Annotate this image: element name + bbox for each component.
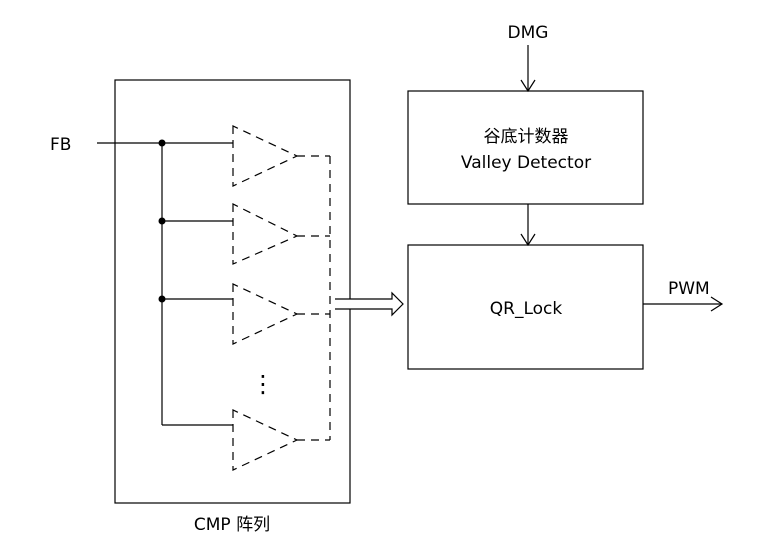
comparator-3 <box>162 283 330 345</box>
comparator-1 <box>162 125 330 187</box>
valley-detector-label-en: Valley Detector <box>461 153 591 173</box>
qr-lock-block <box>407 244 644 370</box>
cmp-array-box <box>114 79 351 504</box>
fb-label: FB <box>50 135 71 155</box>
comparator-n <box>162 409 330 471</box>
pwm-arrowhead <box>710 296 724 312</box>
qr-lock-label: QR_Lock <box>490 299 563 319</box>
dmg-label: DMG <box>508 23 549 43</box>
valley-detector-block <box>407 90 644 205</box>
comparator-ellipsis: ⋮ <box>251 370 275 398</box>
bus-arrow <box>335 291 404 317</box>
valley-detector-label-zh: 谷底计数器 <box>484 127 569 147</box>
cmp-array-label: CMP 阵列 <box>194 515 270 535</box>
pwm-label: PWM <box>668 279 710 299</box>
comparator-2 <box>162 203 330 265</box>
